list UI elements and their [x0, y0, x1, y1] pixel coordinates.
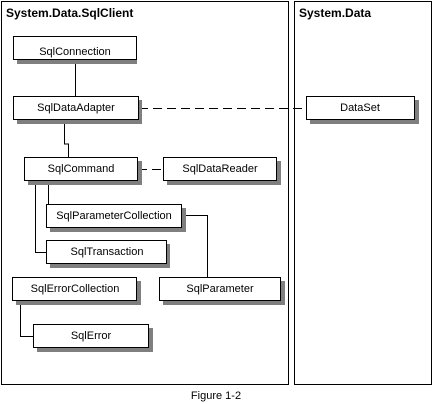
package-title-sqlclient: System.Data.SqlClient — [6, 6, 133, 20]
connector-adapter-command — [64, 120, 69, 157]
class-label: SqlDataReader — [182, 163, 258, 175]
class-sql-parameter: SqlParameter — [159, 277, 285, 305]
class-label: DataSet — [340, 102, 380, 114]
class-label: SqlErrorCollection — [31, 283, 120, 295]
class-label: SqlError — [71, 330, 112, 342]
connector-parametercollection-parameter — [182, 215, 208, 278]
connectors — [20, 60, 306, 337]
package-frame-sqlclient — [1, 1, 289, 385]
class-label: SqlDataAdapter — [37, 102, 115, 114]
class-label: SqlConnection — [39, 46, 111, 58]
class-label: SqlParameterCollection — [56, 210, 172, 222]
package-frame-system-data — [294, 1, 432, 385]
connector-command-transaction — [35, 181, 47, 253]
class-sql-parameter-collection: SqlParameterCollection — [46, 204, 186, 232]
class-sql-data-adapter: SqlDataAdapter — [13, 96, 142, 124]
class-sql-error-collection: SqlErrorCollection — [12, 277, 141, 305]
class-label: SqlCommand — [48, 163, 115, 175]
class-sql-command: SqlCommand — [24, 157, 142, 185]
class-sql-data-reader: SqlDataReader — [163, 157, 281, 185]
package-title-system-data: System.Data — [299, 6, 371, 20]
class-sql-transaction: SqlTransaction — [46, 240, 170, 268]
class-sql-error: SqlError — [33, 324, 153, 352]
connector-errorcollection-error — [20, 300, 34, 337]
class-data-set: DataSet — [306, 96, 419, 124]
figure-caption: Figure 1-2 — [191, 390, 241, 402]
class-label: SqlParameter — [186, 283, 254, 295]
class-sql-connection: SqlConnection — [13, 36, 137, 64]
class-label: SqlTransaction — [71, 246, 144, 258]
